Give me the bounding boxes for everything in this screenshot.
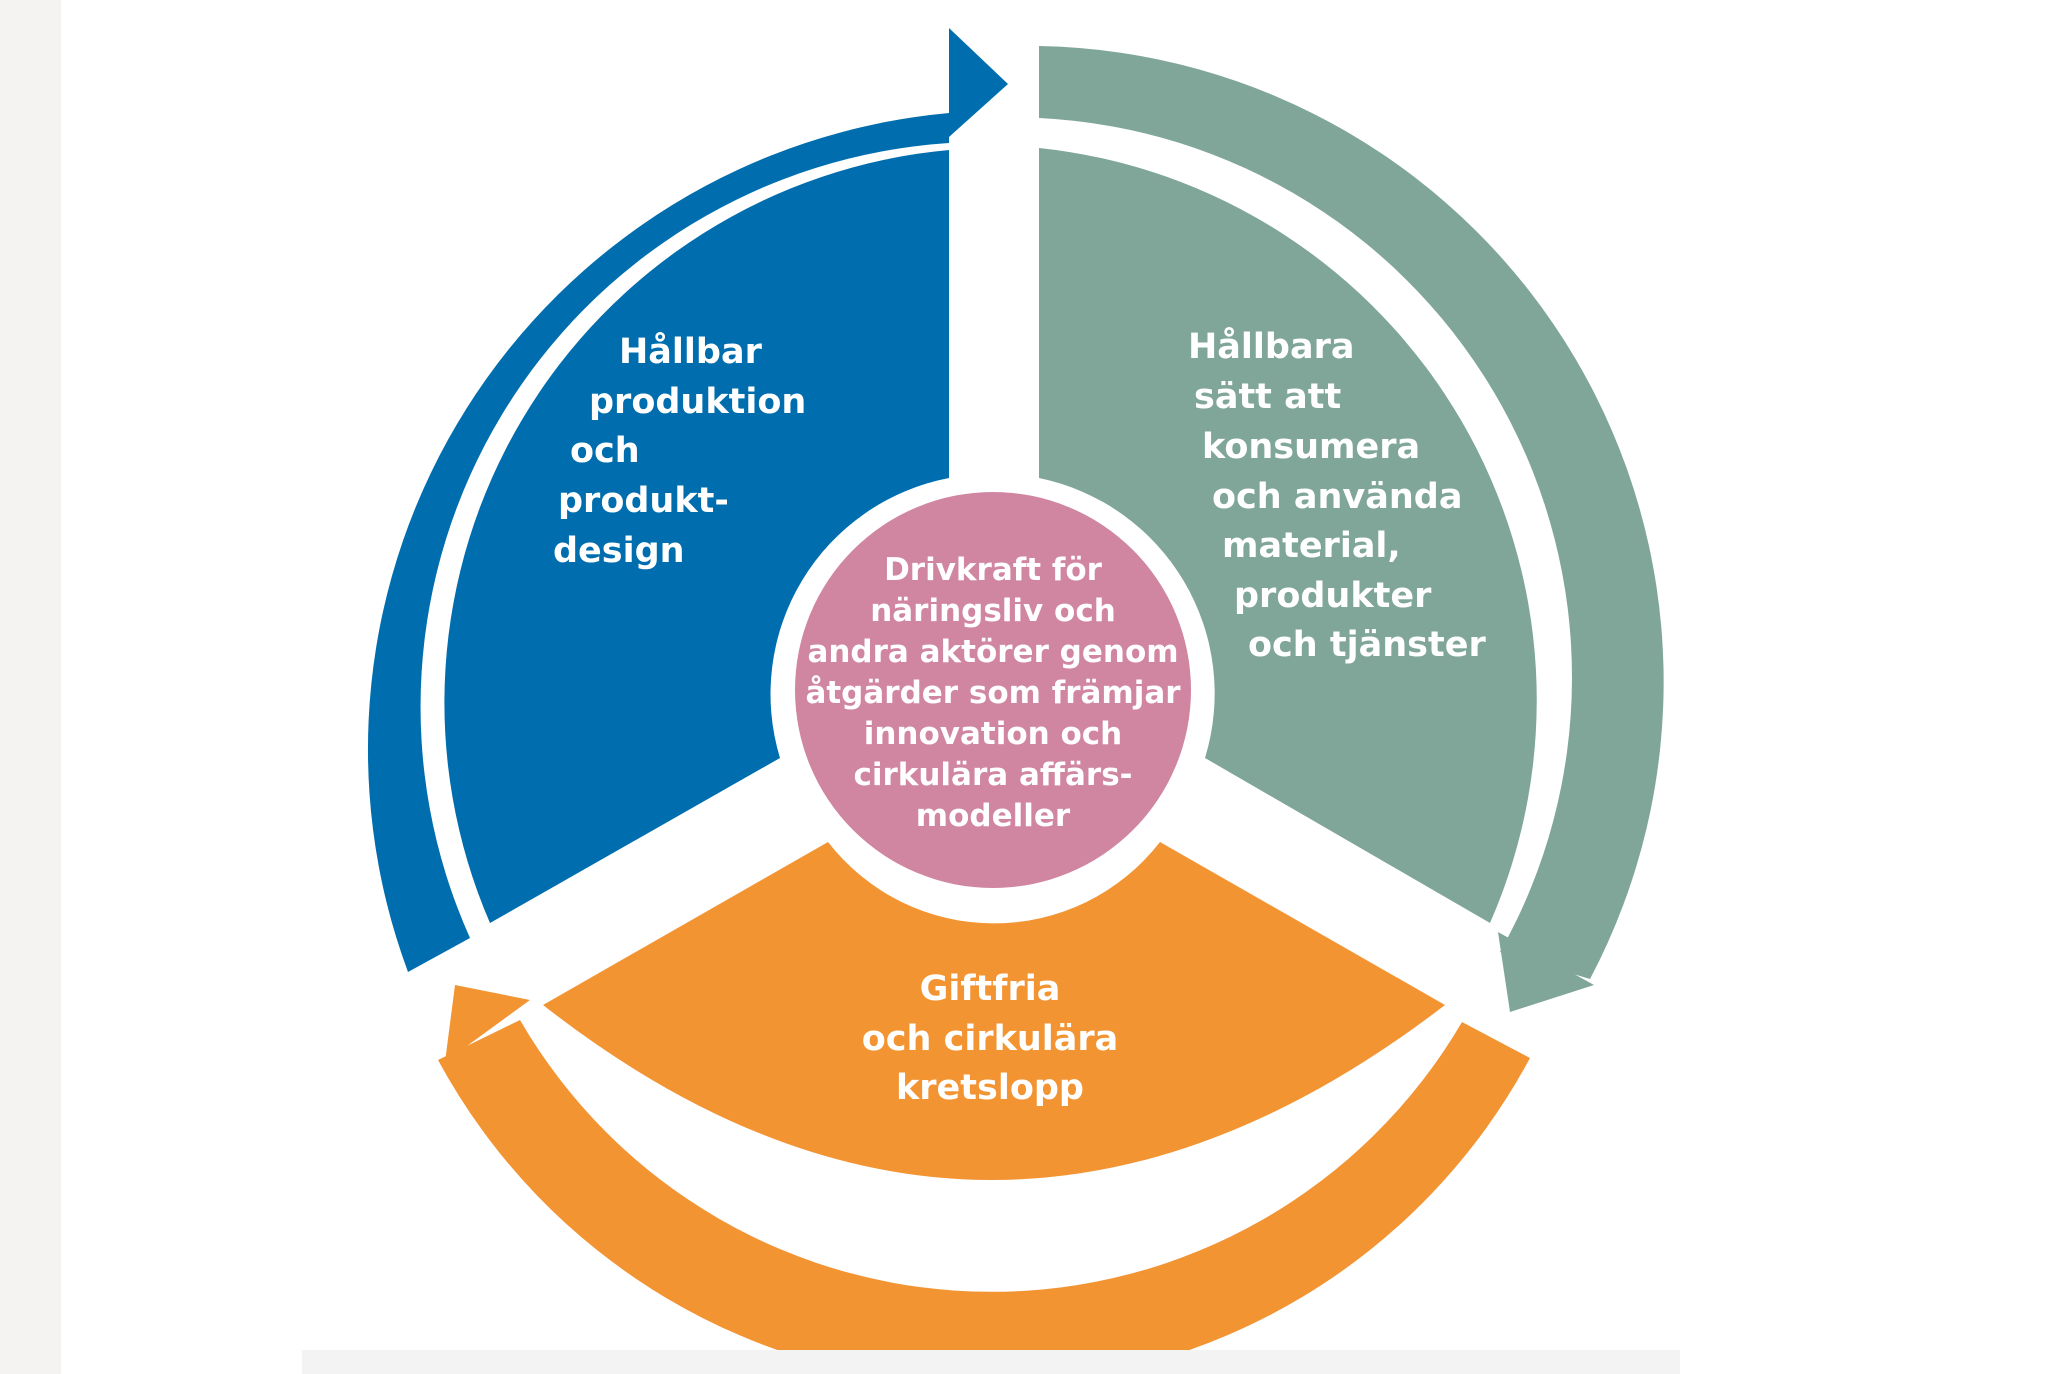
sage-arrowhead — [1498, 932, 1594, 1012]
orange-arrowhead — [445, 985, 530, 1062]
center-line-3: andra aktörer genom — [807, 634, 1178, 670]
cycles-label: Giftfria och cirkulära kretslopp — [862, 969, 1119, 1108]
production-line-5: design — [553, 531, 685, 571]
center-line-1: Drivkraft för — [884, 552, 1103, 588]
center-line-4: åtgärder som främjar — [805, 675, 1181, 711]
cycles-line-2: och cirkulära — [862, 1019, 1119, 1059]
consumption-label: Hållbara sätt att konsumera och använda … — [1188, 326, 1486, 665]
cycles-line-3: kretslopp — [896, 1068, 1084, 1108]
production-line-3: och — [570, 431, 640, 471]
production-label: Hållbar produktion och produkt- design — [553, 331, 806, 571]
consumption-line-5: material, — [1222, 526, 1401, 566]
segment-production — [444, 150, 949, 923]
blue-arrowhead — [949, 28, 1008, 137]
center-line-6: cirkulära affärs- — [853, 757, 1132, 793]
outer-arrows — [367, 28, 1664, 1374]
inner-segments — [444, 148, 1537, 1180]
sage-arrow-arc — [1039, 46, 1664, 979]
segment-cycles — [543, 842, 1445, 1180]
center-line-5: innovation och — [864, 716, 1123, 752]
consumption-line-2: sätt att — [1194, 377, 1341, 417]
orange-arrow-arc — [438, 1020, 1530, 1374]
consumption-line-1: Hållbara — [1188, 326, 1354, 367]
production-line-4: produkt- — [558, 481, 729, 521]
left-side-strip — [0, 0, 61, 1374]
center-line-7: modeller — [916, 798, 1071, 834]
consumption-line-4: och använda — [1212, 477, 1462, 517]
center-line-2: näringsliv och — [870, 593, 1116, 629]
blue-arrow-arc — [367, 113, 950, 972]
production-line-1: Hållbar — [619, 331, 763, 372]
cycles-line-1: Giftfria — [920, 969, 1061, 1009]
production-line-2: produktion — [589, 382, 806, 422]
center-label: Drivkraft för näringsliv och andra aktör… — [805, 552, 1181, 834]
caption-bar — [302, 1350, 1680, 1374]
consumption-line-3: konsumera — [1202, 427, 1420, 467]
consumption-line-7: och tjänster — [1248, 625, 1486, 665]
consumption-line-6: produkter — [1234, 576, 1432, 616]
center-circle-fill — [795, 492, 1191, 888]
segment-consumption — [1039, 148, 1537, 923]
